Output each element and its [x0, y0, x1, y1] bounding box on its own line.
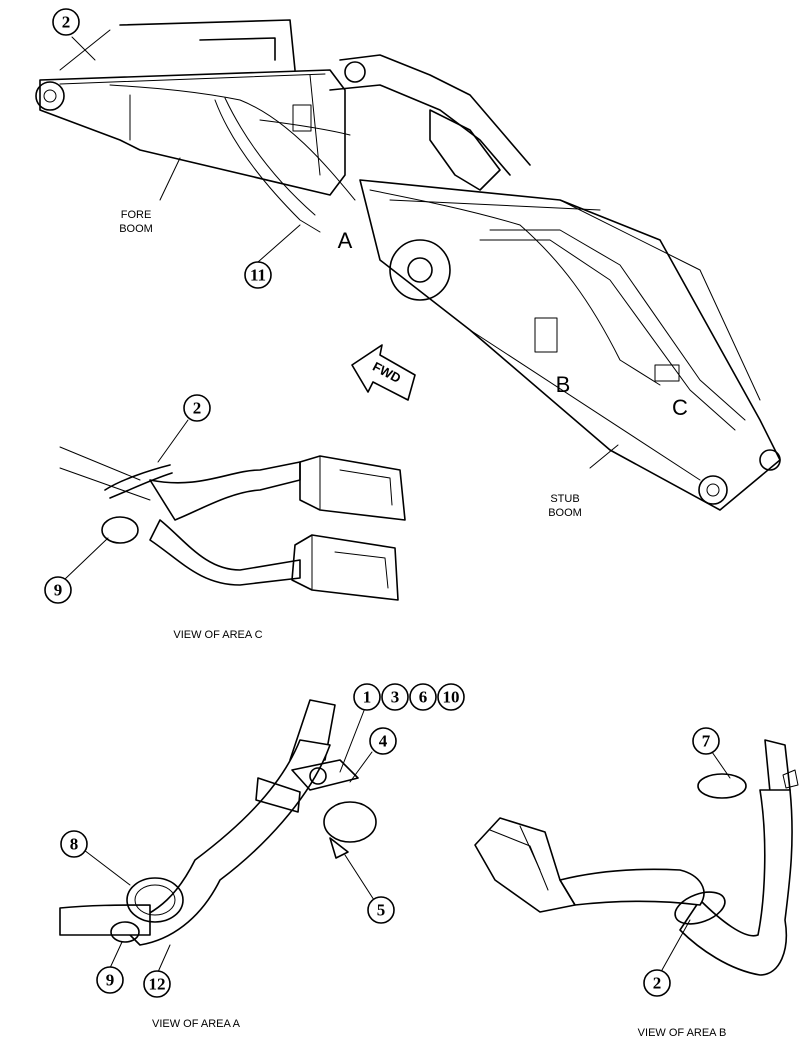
callout-2-top: 2 [52, 8, 80, 36]
callout-9-view-a: 9 [96, 966, 124, 994]
leader-a-8 [83, 849, 131, 886]
svg-text:2: 2 [62, 13, 71, 32]
fwd-arrow-icon: FWD [351, 344, 416, 401]
view-area-b-drawing [474, 739, 799, 976]
svg-text:1: 1 [363, 688, 372, 707]
callout-8-view-a: 8 [60, 830, 88, 858]
leader-c-9 [63, 537, 109, 581]
svg-text:4: 4 [379, 732, 388, 751]
callout-5-view-a: 5 [367, 896, 395, 924]
leader-a-4 [349, 751, 373, 783]
svg-text:9: 9 [54, 581, 63, 600]
stub-boom-label-2: BOOM [548, 507, 582, 519]
leader-a-5 [344, 854, 375, 901]
stub-boom-label-1: STUB [550, 493, 579, 505]
leader-c-2 [157, 419, 189, 463]
leader-a-1 [339, 707, 366, 773]
svg-text:5: 5 [377, 901, 386, 920]
svg-text:10: 10 [443, 688, 460, 707]
callout-1-view-a: 1 [353, 683, 381, 711]
leader-b-2 [661, 919, 691, 971]
caption-view-area-c: VIEW OF AREA C [173, 629, 262, 641]
callout-6-view-a: 6 [409, 683, 437, 711]
leader-lines-main [71, 36, 619, 469]
view-area-c-drawing [59, 446, 406, 601]
fwd-label: FWD [370, 359, 403, 386]
caption-view-area-a: VIEW OF AREA A [152, 1018, 241, 1030]
leader-a-9 [109, 941, 123, 969]
fore-boom-label-2: BOOM [119, 223, 153, 235]
callout-2-view-c: 2 [183, 394, 211, 422]
svg-text:9: 9 [106, 971, 115, 990]
area-a-label: A [338, 228, 353, 253]
callout-12-view-a: 12 [143, 970, 171, 998]
callout-2-view-b: 2 [643, 969, 671, 997]
view-area-a-drawing [59, 699, 377, 946]
area-b-label: B [556, 372, 571, 397]
callout-9-view-c: 9 [44, 576, 72, 604]
callout-3-view-a: 3 [381, 683, 409, 711]
caption-view-area-b: VIEW OF AREA B [638, 1027, 727, 1039]
callout-11-top: 11 [244, 261, 272, 289]
area-c-label: C [672, 395, 688, 420]
svg-text:2: 2 [193, 399, 202, 418]
callout-7-view-b: 7 [692, 727, 720, 755]
svg-text:12: 12 [149, 975, 166, 994]
leader-a-12 [157, 944, 171, 973]
svg-text:11: 11 [250, 266, 266, 285]
callout-10-view-a: 10 [437, 683, 465, 711]
svg-text:7: 7 [702, 732, 711, 751]
boom-assembly-drawing [35, 19, 781, 511]
leader-b-7 [711, 751, 731, 779]
svg-text:6: 6 [419, 688, 428, 707]
svg-text:2: 2 [653, 974, 662, 993]
svg-text:3: 3 [391, 688, 400, 707]
svg-text:8: 8 [70, 835, 79, 854]
fore-boom-label-1: FORE [121, 209, 152, 221]
callout-4-view-a: 4 [369, 727, 397, 755]
